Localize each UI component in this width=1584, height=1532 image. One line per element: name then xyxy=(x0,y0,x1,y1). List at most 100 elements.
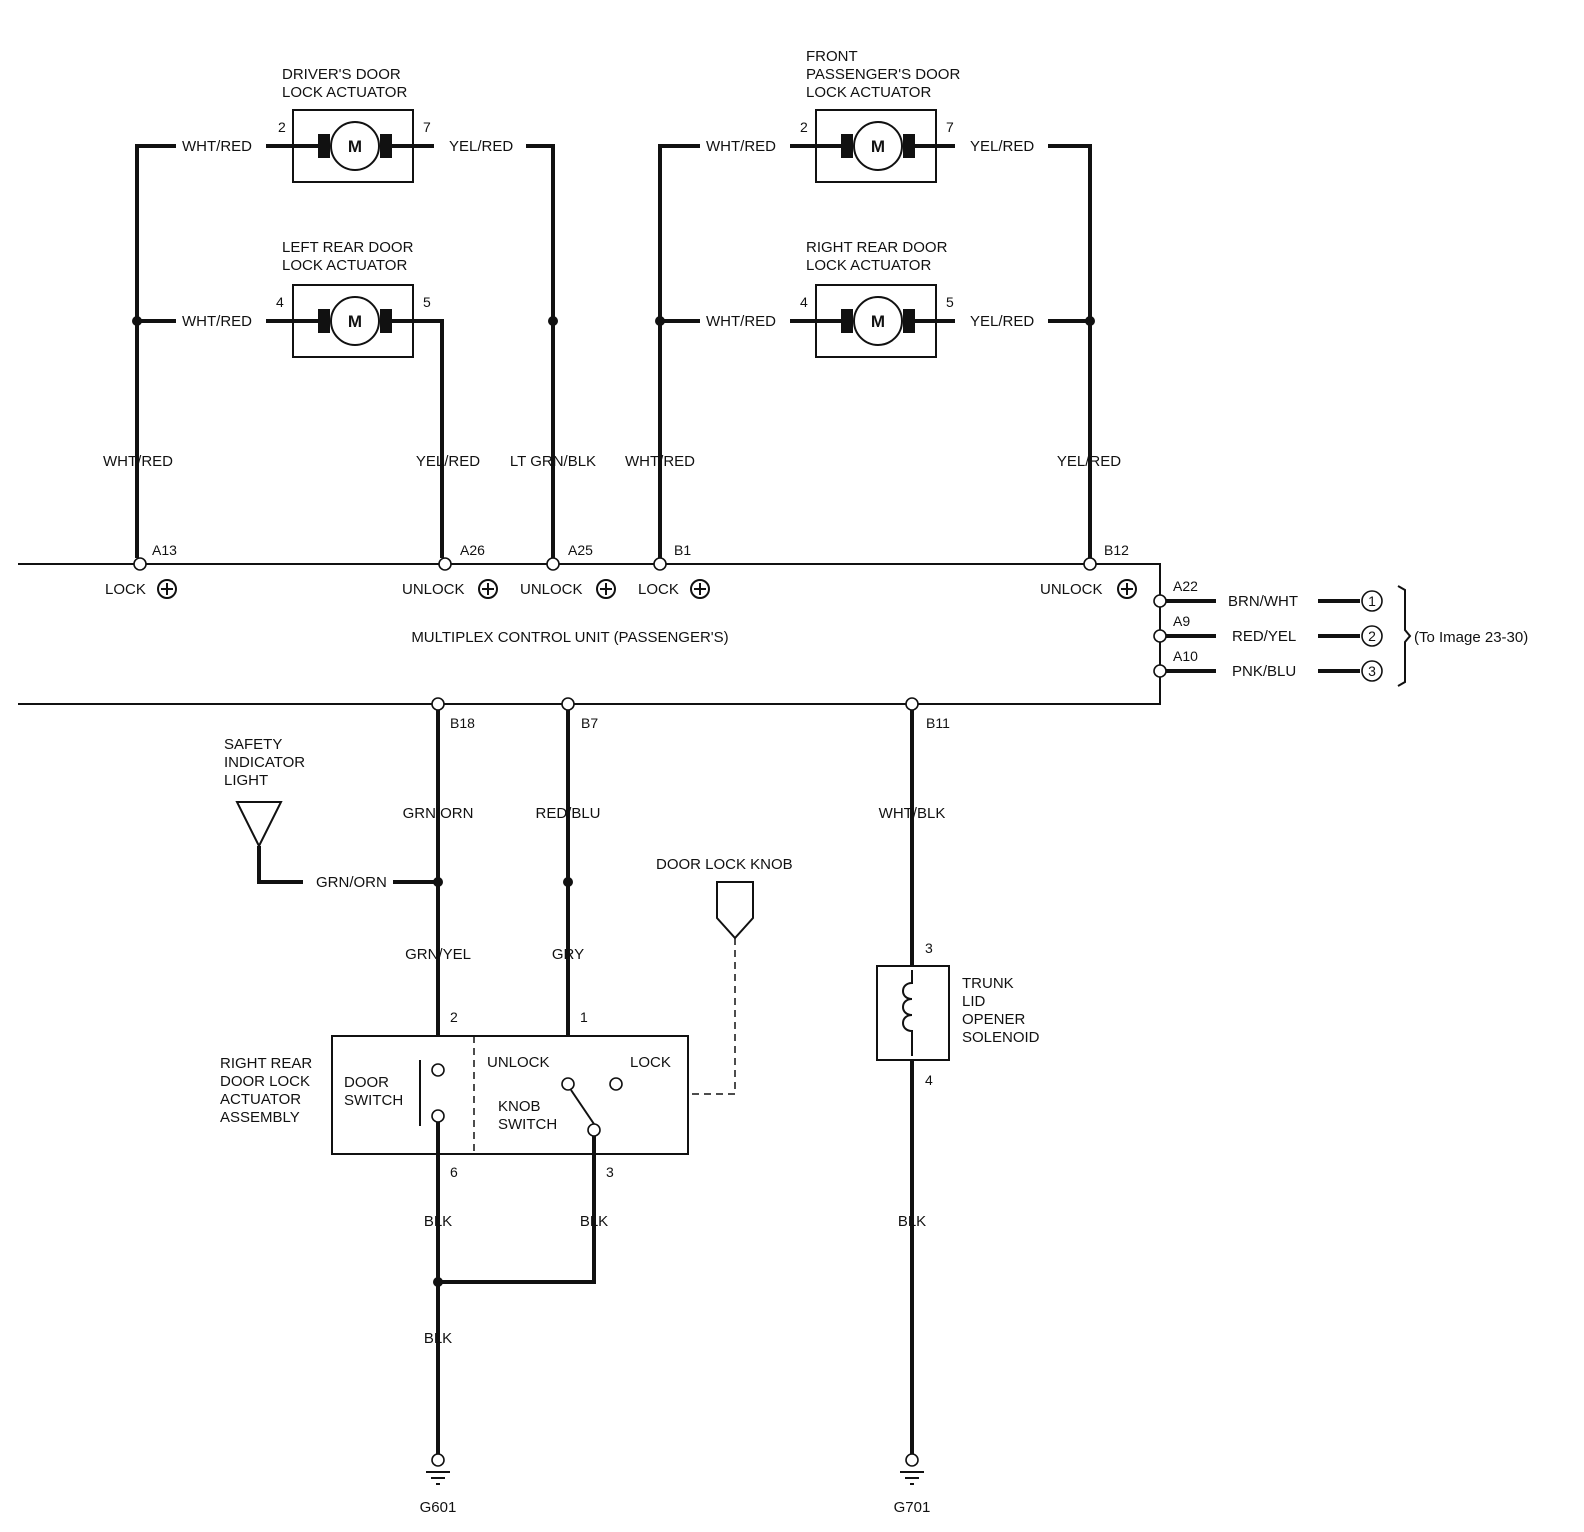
terminal-b12: B12 xyxy=(1104,542,1129,558)
b18-circuit: GRN/ORN GRN/YEL 2 xyxy=(403,710,473,1065)
connector-ref-2 xyxy=(1361,625,1383,647)
svg-text:ACTUATOR: ACTUATOR xyxy=(220,1091,301,1108)
motor-label: M xyxy=(348,137,362,156)
terminal-b1: B1 xyxy=(674,542,691,558)
wire-label: RED/BLU xyxy=(535,805,600,822)
left-rear-title-2: LOCK ACTUATOR xyxy=(282,257,407,274)
motor-label: M xyxy=(871,137,885,156)
pin-7: 7 xyxy=(423,119,431,135)
wire-label: BLK xyxy=(424,1330,452,1347)
b7-circuit: RED/BLU GRY 1 xyxy=(535,710,601,1078)
plus-icon xyxy=(157,579,177,599)
pin-4: 4 xyxy=(925,1072,933,1088)
wire-label: YEL/RED xyxy=(970,138,1034,155)
wire-label: PNK/BLU xyxy=(1232,663,1296,680)
front-pass-title-3: LOCK ACTUATOR xyxy=(806,84,931,101)
terminal-b18: B18 xyxy=(450,715,475,731)
plus-icon xyxy=(1117,579,1137,599)
wire-label: GRY xyxy=(552,946,584,963)
svg-text:LID: LID xyxy=(962,993,986,1010)
connector-ref-1 xyxy=(1361,590,1383,612)
door-lock-knob: DOOR LOCK KNOB xyxy=(615,856,793,1095)
left-rear-title-1: LEFT REAR DOOR xyxy=(282,239,414,256)
ground-label-g701: G701 xyxy=(894,1499,931,1516)
plus-icon xyxy=(596,579,616,599)
knob-icon xyxy=(716,881,754,940)
front-pass-title-2: PASSENGER'S DOOR xyxy=(806,66,960,83)
motor-icon xyxy=(853,296,903,346)
top-wiring xyxy=(132,144,1095,558)
plus-icon xyxy=(690,579,710,599)
svg-text:RIGHT REAR: RIGHT REAR xyxy=(220,1055,312,1072)
wire-label: GRN/YEL xyxy=(405,946,471,963)
unlock-contact xyxy=(561,1077,575,1091)
function-lock: LOCK xyxy=(638,581,679,598)
svg-text:3: 3 xyxy=(1368,663,1376,679)
right-rear-title-2: LOCK ACTUATOR xyxy=(806,257,931,274)
left-rear-door-lock-actuator: LEFT REAR DOOR LOCK ACTUATOR M 4 5 xyxy=(276,239,431,358)
pin-5: 5 xyxy=(946,294,954,310)
pin-2: 2 xyxy=(450,1009,458,1025)
svg-text:SAFETY: SAFETY xyxy=(224,736,282,753)
lock-contact xyxy=(609,1077,623,1091)
function-lock: LOCK xyxy=(105,581,146,598)
wire-label: BLK xyxy=(898,1213,926,1230)
pin-1: 1 xyxy=(580,1009,588,1025)
svg-text:INDICATOR: INDICATOR xyxy=(224,754,305,771)
indicator-triangle-icon xyxy=(235,801,283,849)
terminal-b7: B7 xyxy=(581,715,598,731)
knob-switch-pivot xyxy=(587,1123,601,1137)
pin-3: 3 xyxy=(606,1164,614,1180)
knob-switch-blade xyxy=(570,1089,595,1125)
door-lock-knob-label: DOOR LOCK KNOB xyxy=(656,856,793,873)
solenoid-coil-icon xyxy=(902,970,913,1056)
drivers-door-lock-actuator: DRIVER'S DOOR LOCK ACTUATOR M 2 7 xyxy=(278,66,431,183)
motor-label: M xyxy=(348,312,362,331)
pin-7: 7 xyxy=(946,119,954,135)
wire-label: WHT/RED xyxy=(706,138,776,155)
wire-label: WHT/RED xyxy=(182,138,252,155)
svg-text:LOCK: LOCK xyxy=(630,1054,671,1071)
svg-text:ASSEMBLY: ASSEMBLY xyxy=(220,1109,300,1126)
svg-text:SOLENOID: SOLENOID xyxy=(962,1029,1040,1046)
svg-text:OPENER: OPENER xyxy=(962,1011,1026,1028)
trunk-lid-circuit: WHT/BLK 3 TRUNK LID OPENER SOLENOID 4 BL… xyxy=(876,710,1040,1516)
wire-label: BLK xyxy=(580,1213,608,1230)
drivers-door-title-1: DRIVER'S DOOR xyxy=(282,66,401,83)
svg-text:UNLOCK: UNLOCK xyxy=(487,1054,550,1071)
pin-2: 2 xyxy=(278,119,286,135)
function-unlock: UNLOCK xyxy=(520,581,583,598)
terminal-b11: B11 xyxy=(926,715,950,731)
svg-text:DOOR LOCK: DOOR LOCK xyxy=(220,1073,310,1090)
wire-label: YEL/RED xyxy=(970,313,1034,330)
wire-label: LT GRN/BLK xyxy=(510,453,596,470)
control-unit-label: MULTIPLEX CONTROL UNIT (PASSENGER'S) xyxy=(411,629,728,646)
connector-ref-3 xyxy=(1361,660,1383,682)
wire-label: WHT/RED xyxy=(182,313,252,330)
terminal-a26: A26 xyxy=(460,542,485,558)
wire-label: WHT/RED xyxy=(103,453,173,470)
svg-text:KNOB: KNOB xyxy=(498,1098,541,1115)
pin-3: 3 xyxy=(925,940,933,956)
ground-icon xyxy=(426,1471,450,1485)
pin-2: 2 xyxy=(800,119,808,135)
multiplex-control-unit: MULTIPLEX CONTROL UNIT (PASSENGER'S) A13… xyxy=(18,542,1198,731)
pin-4: 4 xyxy=(800,294,808,310)
wire-label: WHT/RED xyxy=(625,453,695,470)
plus-icon xyxy=(478,579,498,599)
pin-6: 6 xyxy=(450,1164,458,1180)
wire-label: WHT/BLK xyxy=(879,805,946,822)
wire-label: BLK xyxy=(424,1213,452,1230)
motor-icon xyxy=(330,121,380,171)
motor-label: M xyxy=(871,312,885,331)
pin-5: 5 xyxy=(423,294,431,310)
svg-text:SWITCH: SWITCH xyxy=(498,1116,557,1133)
drivers-door-title-2: LOCK ACTUATOR xyxy=(282,84,407,101)
svg-text:SWITCH: SWITCH xyxy=(344,1092,403,1109)
terminal-a9: A9 xyxy=(1173,613,1190,629)
wire-label: YEL/RED xyxy=(1057,453,1121,470)
right-rear-title-1: RIGHT REAR DOOR xyxy=(806,239,948,256)
function-unlock: UNLOCK xyxy=(1040,581,1103,598)
terminal-a22: A22 xyxy=(1173,578,1198,594)
to-image-note: (To Image 23-30) xyxy=(1414,629,1528,646)
